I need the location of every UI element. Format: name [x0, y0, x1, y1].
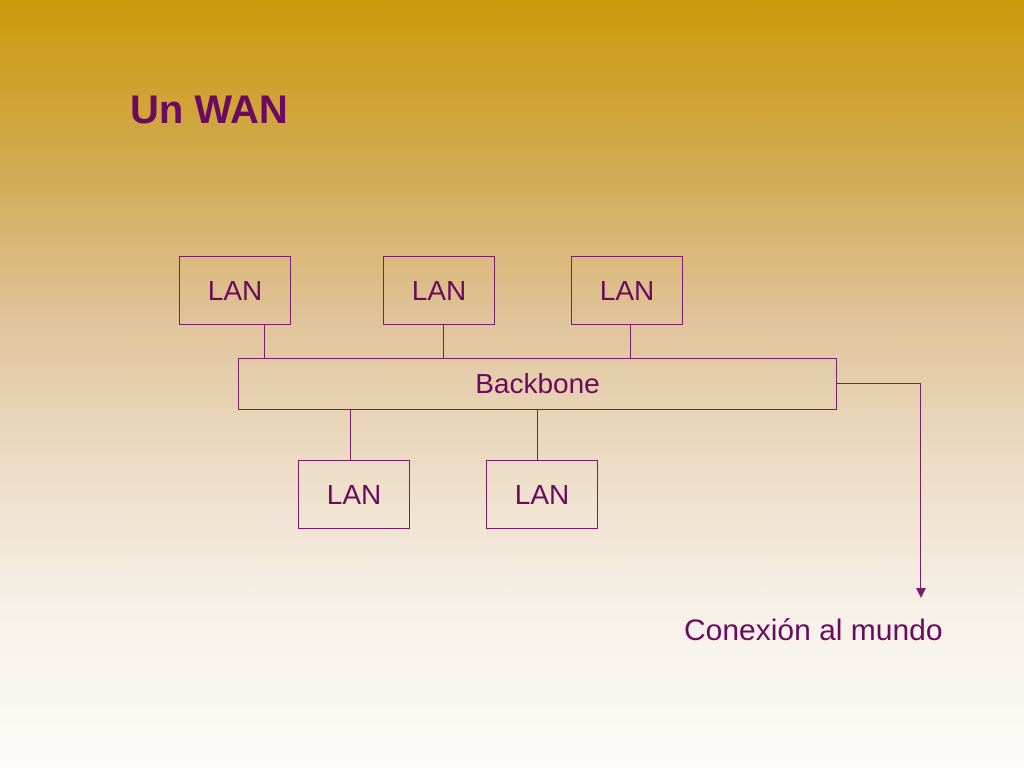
backbone-box: Backbone: [238, 358, 837, 410]
world-connector-horizontal: [837, 383, 921, 384]
world-connection-label: Conexión al mundo: [684, 614, 943, 647]
arrow-down-icon: [916, 588, 926, 598]
lan-box-top-3: LAN: [571, 256, 683, 325]
world-connector-vertical: [920, 383, 921, 589]
connector-top-2: [443, 325, 444, 358]
connector-bottom-1: [350, 410, 351, 460]
slide-title: Un WAN: [130, 88, 288, 132]
connector-top-3: [630, 325, 631, 358]
lan-box-bottom-1: LAN: [298, 460, 410, 529]
connector-top-1: [264, 325, 265, 358]
lan-box-bottom-2: LAN: [486, 460, 598, 529]
connector-bottom-2: [537, 410, 538, 460]
lan-box-top-1: LAN: [179, 256, 291, 325]
lan-box-top-2: LAN: [383, 256, 495, 325]
